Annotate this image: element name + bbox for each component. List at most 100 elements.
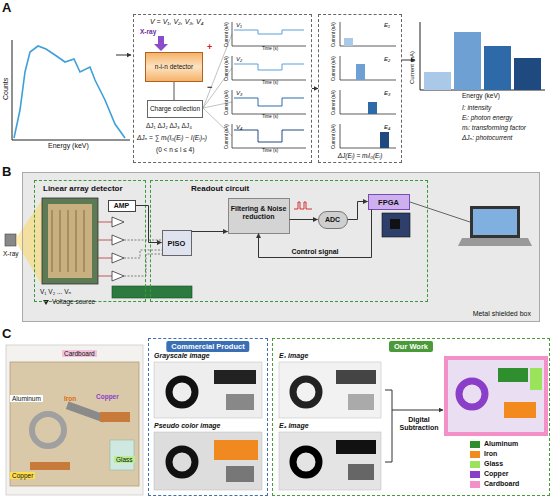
image-object xyxy=(226,394,254,410)
text-label: V₂ xyxy=(236,56,242,62)
text-label: Current (nA) xyxy=(331,56,336,81)
process-box: PISO xyxy=(162,230,192,256)
flow-arrow xyxy=(392,410,443,411)
legend-text: Aluminum xyxy=(484,440,518,447)
node-text: AMP xyxy=(109,202,135,209)
node-text: Charge collection xyxy=(148,105,202,112)
image-object xyxy=(459,381,485,407)
connector-arrow xyxy=(259,210,372,258)
node-text: Filtering & Noise reduction xyxy=(231,205,287,223)
text-label: V₃ xyxy=(236,90,242,96)
image-panel: E₁ image xyxy=(277,352,383,420)
text-label: Time (s) xyxy=(262,80,278,85)
node-text: Commercial Product xyxy=(166,341,249,352)
node-text: Grayscale image xyxy=(154,352,210,359)
text-label: mᵢ: transforming factor xyxy=(462,124,526,131)
node-text: V = V₁, V₂, V₃, V₄ xyxy=(150,18,203,25)
cable xyxy=(410,202,470,222)
text-label: Current (nA) xyxy=(224,56,229,81)
text-label: Current (nA) xyxy=(331,90,336,115)
triangle-symbol xyxy=(43,300,49,305)
text-label: Glass xyxy=(114,456,135,463)
legend-text: Cardboard xyxy=(484,480,519,487)
text-label: B xyxy=(2,164,11,179)
dashed-group: Commercial ProductGrayscale imagePseudo … xyxy=(148,338,268,496)
waveform xyxy=(234,130,304,142)
aluminum-object xyxy=(32,414,64,446)
text-label: X-ray xyxy=(140,28,156,35)
text-label: Copper xyxy=(96,393,119,400)
node-text: ΔJ(Eᵢ) = mᵢI₀(Eᵢ) xyxy=(319,152,401,159)
legend-swatch xyxy=(470,481,480,488)
text-label: E₄ xyxy=(384,124,390,130)
text-label: Time (s) xyxy=(262,46,278,51)
waveform xyxy=(234,64,304,70)
xray-image xyxy=(154,432,262,490)
bar xyxy=(484,46,511,90)
process-box: Filtering & Noise reduction xyxy=(228,198,290,234)
text-label: ΔJ₁ ΔJ₂ ΔJ₃ ΔJ₄ xyxy=(146,122,192,129)
node-text: Our Work xyxy=(389,341,433,352)
connector-arrow xyxy=(312,88,318,89)
wire xyxy=(174,82,175,100)
text-label: E₁ xyxy=(384,22,390,28)
laptop-base xyxy=(458,238,532,246)
legend-swatch xyxy=(470,461,480,468)
image-object xyxy=(214,440,258,460)
bar xyxy=(424,72,451,90)
laptop-screen xyxy=(473,209,517,235)
xray-image xyxy=(279,432,381,490)
dashed-group: Linear array detectorAMP xyxy=(34,180,146,302)
spectrum-curve xyxy=(14,46,125,138)
node-text: Metal shielded box xyxy=(473,310,531,317)
text-label: A xyxy=(2,0,11,15)
axis xyxy=(420,22,545,90)
text-label: (0 < n ≤ i ≤ 4) xyxy=(156,146,194,153)
pulse-signal xyxy=(294,202,312,209)
waveform xyxy=(234,30,304,34)
bar xyxy=(514,58,541,90)
connector-arrow xyxy=(136,206,162,243)
cardboard-box xyxy=(10,362,139,486)
wire xyxy=(124,240,162,276)
dashed-group: ΔJ(Eᵢ) = mᵢI₀(Eᵢ) xyxy=(318,14,402,163)
copper-object xyxy=(100,412,130,422)
xray-source xyxy=(5,234,16,246)
text-label: Energy (keV) xyxy=(48,142,89,149)
process-box: FPGA xyxy=(368,194,410,210)
connector-arrow xyxy=(192,231,228,232)
text-label: ΔJₙ: photocurrent xyxy=(462,134,512,142)
text-label: V₁ xyxy=(236,22,242,28)
text-label: Energy (keV) xyxy=(462,92,500,99)
image-object xyxy=(504,402,536,418)
legend-swatch xyxy=(470,441,480,448)
amplifier-symbol xyxy=(112,253,124,263)
text-label: Counts xyxy=(2,78,9,100)
amplifier-symbol xyxy=(112,235,124,245)
text-label: Aluminum xyxy=(10,395,43,402)
text-label: I: intensity xyxy=(462,104,491,111)
image-object xyxy=(530,368,542,390)
text-label: Current (nA) xyxy=(224,124,229,149)
flow-arrow xyxy=(116,55,131,56)
node-text: Pseudo color image xyxy=(154,422,221,429)
node-text: n-i-n detector xyxy=(146,63,202,70)
plot-axes xyxy=(340,22,396,148)
connector-arrow xyxy=(290,219,318,220)
legend-text: Iron xyxy=(484,450,497,457)
bar xyxy=(368,102,377,114)
image-object xyxy=(498,368,528,382)
text-label: Voltage source xyxy=(52,298,95,305)
text-label: Current (nA) xyxy=(409,51,415,84)
result-image xyxy=(446,358,546,434)
wire xyxy=(98,222,112,276)
dashed-group: Readout circuitPISOFiltering & Noise red… xyxy=(150,180,428,302)
text-label: Time (s) xyxy=(262,148,278,153)
image-object xyxy=(226,466,254,482)
text-label: Iron xyxy=(64,395,76,402)
edge-label: Control signal xyxy=(291,248,338,255)
text-label: X-ray xyxy=(3,250,19,257)
text-label: Copper xyxy=(10,472,35,479)
